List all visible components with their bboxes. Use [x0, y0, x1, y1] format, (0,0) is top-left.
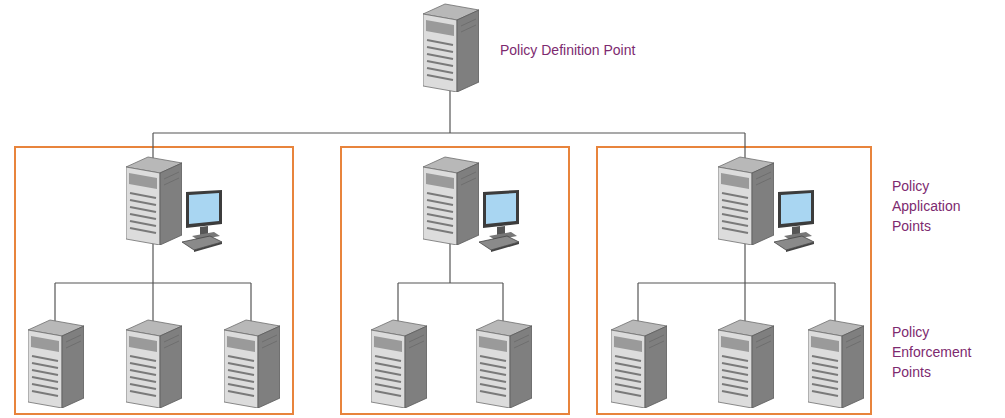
group-boxes: [15, 147, 871, 414]
definition-label: Policy Definition Point: [500, 40, 635, 60]
network-wires: [55, 60, 835, 330]
application-label: Policy Application Points: [892, 176, 998, 236]
server-icons: [28, 4, 864, 408]
enforcement-label: Policy Enforcement Points: [892, 322, 998, 382]
